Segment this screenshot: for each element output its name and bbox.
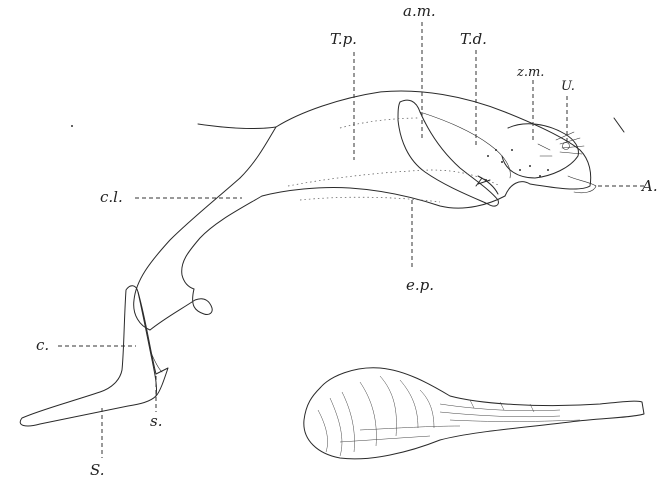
label-s-lower: s.: [150, 412, 162, 430]
lower-structure: [20, 286, 168, 426]
label-am: a.m.: [403, 2, 436, 20]
label-u: U.: [561, 79, 575, 94]
stray-stroke: [614, 118, 624, 132]
label-cl: c.l.: [100, 188, 123, 206]
label-c: c.: [36, 336, 49, 354]
label-a: A.: [640, 177, 658, 195]
main-structure: [134, 91, 596, 330]
label-s-upper: S.: [90, 461, 105, 479]
label-tp: T.p.: [330, 30, 357, 48]
bone-illustration: [304, 368, 644, 459]
label-zm: z.m.: [516, 65, 544, 80]
label-ep: e.p.: [406, 276, 434, 294]
leader-lines: [58, 22, 645, 458]
stray-dot: [71, 125, 73, 127]
label-td: T.d.: [460, 30, 487, 48]
